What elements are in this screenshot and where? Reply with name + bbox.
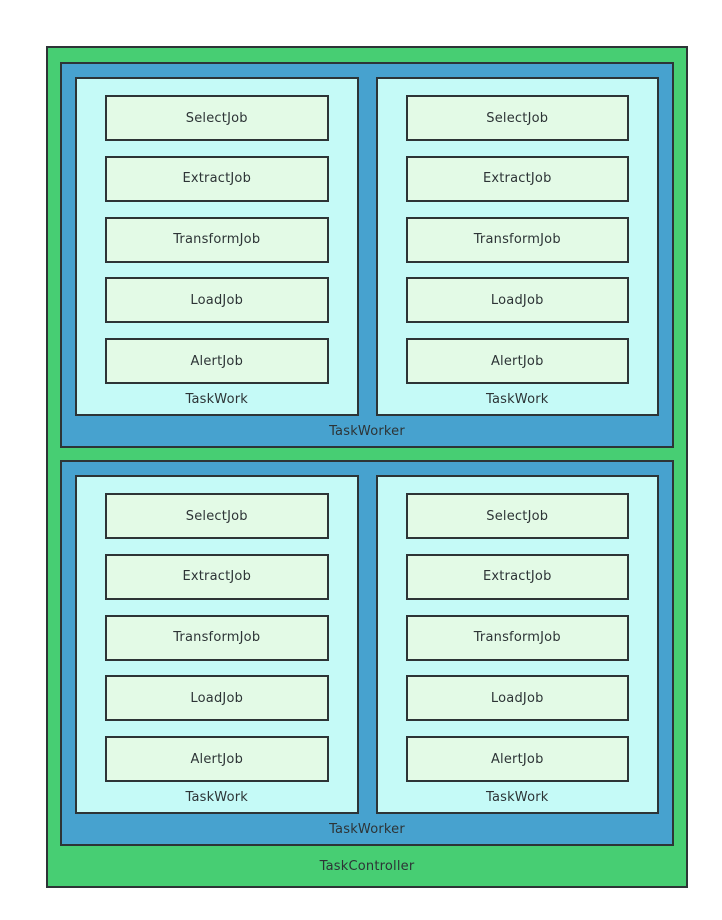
job-node: AlertJob [105, 338, 329, 384]
job-list: SelectJob ExtractJob TransformJob LoadJo… [105, 493, 329, 782]
cluster-taskwork-label: TaskWork [185, 391, 249, 407]
cluster-taskcontroller: SelectJob ExtractJob TransformJob LoadJo… [46, 46, 688, 888]
job-node: LoadJob [405, 277, 629, 324]
job-node: ExtractJob [405, 553, 629, 600]
cluster-taskwork-1-2: SelectJob ExtractJob TransformJob LoadJo… [375, 77, 659, 416]
job-node: AlertJob [105, 736, 329, 782]
cluster-taskwork-label: TaskWork [185, 789, 249, 805]
job-node: LoadJob [105, 277, 329, 324]
job-node: SelectJob [405, 95, 629, 141]
job-node: AlertJob [405, 736, 629, 782]
job-node: ExtractJob [405, 155, 629, 202]
cluster-taskwork-1-1: SelectJob ExtractJob TransformJob LoadJo… [75, 77, 359, 416]
job-node: TransformJob [405, 216, 629, 263]
workers-container: SelectJob ExtractJob TransformJob LoadJo… [60, 62, 674, 846]
job-node: LoadJob [405, 675, 629, 722]
cluster-taskworker-label: TaskWorker [329, 423, 405, 439]
cluster-taskwork-2-2: SelectJob ExtractJob TransformJob LoadJo… [375, 475, 659, 814]
cluster-taskworker-2: SelectJob ExtractJob TransformJob LoadJo… [60, 460, 674, 846]
cluster-taskworker-1: SelectJob ExtractJob TransformJob LoadJo… [60, 62, 674, 448]
job-node: TransformJob [405, 614, 629, 661]
job-node: LoadJob [105, 675, 329, 722]
cluster-taskworker-label: TaskWorker [329, 821, 405, 837]
cluster-taskwork-label: TaskWork [485, 391, 549, 407]
works-row: SelectJob ExtractJob TransformJob LoadJo… [75, 475, 659, 814]
cluster-taskcontroller-label: TaskController [319, 858, 415, 874]
job-node: ExtractJob [105, 155, 329, 202]
job-node: SelectJob [105, 95, 329, 141]
job-node: AlertJob [405, 338, 629, 384]
job-node: TransformJob [105, 614, 329, 661]
job-node: TransformJob [105, 216, 329, 263]
job-node: SelectJob [405, 493, 629, 539]
cluster-taskwork-2-1: SelectJob ExtractJob TransformJob LoadJo… [75, 475, 359, 814]
job-list: SelectJob ExtractJob TransformJob LoadJo… [405, 95, 629, 384]
job-node: ExtractJob [105, 553, 329, 600]
job-list: SelectJob ExtractJob TransformJob LoadJo… [105, 95, 329, 384]
job-list: SelectJob ExtractJob TransformJob LoadJo… [405, 493, 629, 782]
job-node: SelectJob [105, 493, 329, 539]
cluster-taskwork-label: TaskWork [485, 789, 549, 805]
works-row: SelectJob ExtractJob TransformJob LoadJo… [75, 77, 659, 416]
